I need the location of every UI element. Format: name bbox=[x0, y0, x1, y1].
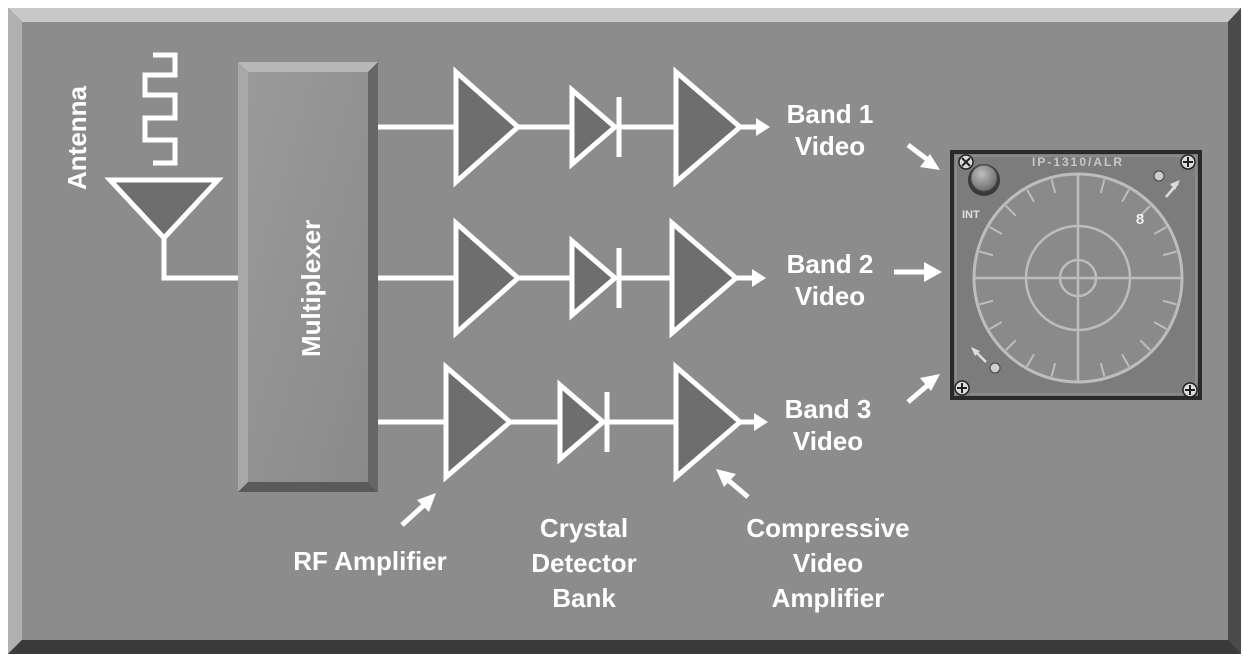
arrow-band3-to-indicator bbox=[906, 374, 940, 404]
scope-tick bbox=[1162, 299, 1177, 306]
multiplexer-block bbox=[238, 62, 378, 492]
svg-text:Video: Video bbox=[793, 426, 863, 456]
screw-icon bbox=[1182, 382, 1198, 398]
svg-text:Band 2: Band 2 bbox=[787, 249, 874, 279]
channel-3 bbox=[378, 361, 768, 483]
scope-tick bbox=[989, 226, 1003, 235]
model-label: IP-1310/ALR bbox=[1032, 155, 1124, 169]
scope-tick bbox=[1005, 205, 1017, 217]
knob-label: INT bbox=[962, 209, 980, 221]
crystal-detector-2 bbox=[569, 235, 619, 321]
channel-1 bbox=[378, 66, 770, 188]
screw-icon bbox=[954, 380, 970, 396]
video-amplifier-3 bbox=[673, 361, 744, 483]
rf-amplifier-3 bbox=[443, 361, 514, 483]
scope-tick bbox=[1139, 205, 1151, 217]
crystal-detector-1 bbox=[569, 84, 619, 170]
multiplexer-label: Multiplexer bbox=[296, 220, 326, 357]
rf-amplifier-label: RF Amplifier bbox=[293, 546, 447, 576]
scope-number: 8 bbox=[1136, 211, 1144, 228]
svg-text:Video: Video bbox=[793, 548, 863, 578]
scope-tick bbox=[1050, 179, 1057, 194]
scope-tick bbox=[1139, 339, 1151, 351]
indicator-lamp-icon bbox=[1153, 170, 1165, 182]
scope-tick bbox=[979, 299, 994, 306]
rf-amplifier-1 bbox=[453, 66, 522, 188]
antenna-label: Antenna bbox=[62, 85, 92, 190]
crystal-detector-label: Crystal Detector Bank bbox=[531, 513, 636, 613]
svg-text:Video: Video bbox=[795, 131, 865, 161]
adjust-arrow-icon bbox=[971, 347, 987, 363]
scope-tick bbox=[1026, 353, 1035, 367]
scope-ticks bbox=[979, 179, 1177, 377]
scope-tick bbox=[1026, 189, 1035, 203]
output-label-1: Band 1 Video bbox=[787, 99, 874, 161]
indicator-unit: INT IP-1310/ALR 8 bbox=[950, 150, 1202, 400]
output-label-2: Band 2 Video bbox=[787, 249, 874, 311]
scope-tick bbox=[989, 321, 1003, 330]
scope-face bbox=[972, 172, 1184, 384]
scope-tick bbox=[1005, 339, 1017, 351]
scope-tick bbox=[979, 250, 994, 257]
scope-tick bbox=[1099, 179, 1106, 194]
arrow-rf-amplifier bbox=[400, 493, 436, 527]
screw-icon bbox=[958, 154, 974, 170]
output-label-3: Band 3 Video bbox=[785, 394, 872, 456]
compressive-amplifier-label: Compressive Video Amplifier bbox=[746, 513, 909, 613]
indicator-lamp-icon bbox=[989, 362, 1001, 374]
arrow-band2-to-indicator bbox=[894, 262, 942, 282]
scope-tick bbox=[1153, 321, 1167, 330]
scope-tick bbox=[1153, 226, 1167, 235]
scope-tick bbox=[1121, 189, 1130, 203]
adjust-arrow-icon bbox=[1165, 180, 1180, 198]
svg-text:Band 3: Band 3 bbox=[785, 394, 872, 424]
video-amplifier-2 bbox=[669, 217, 740, 339]
arrow-compressive-amplifier bbox=[716, 469, 750, 499]
scope-tick bbox=[1099, 362, 1106, 377]
scope-tick bbox=[1162, 250, 1177, 257]
video-amplifier-1 bbox=[673, 66, 744, 188]
rf-amplifier-2 bbox=[453, 217, 522, 339]
svg-text:Bank: Bank bbox=[552, 583, 616, 613]
screw-icon bbox=[1180, 154, 1196, 170]
crystal-detector-3 bbox=[557, 379, 607, 465]
svg-text:Band 1: Band 1 bbox=[787, 99, 874, 129]
arrow-band1-to-indicator bbox=[906, 143, 940, 170]
intensity-knob-icon bbox=[968, 164, 1000, 196]
svg-text:Amplifier: Amplifier bbox=[772, 583, 885, 613]
antenna bbox=[104, 52, 240, 281]
scope-tick bbox=[1050, 362, 1057, 377]
svg-text:Video: Video bbox=[795, 281, 865, 311]
scope-tick bbox=[1121, 353, 1130, 367]
svg-text:Detector: Detector bbox=[531, 548, 636, 578]
channel-2 bbox=[378, 217, 766, 339]
svg-text:Crystal: Crystal bbox=[540, 513, 628, 543]
svg-text:Compressive: Compressive bbox=[746, 513, 909, 543]
